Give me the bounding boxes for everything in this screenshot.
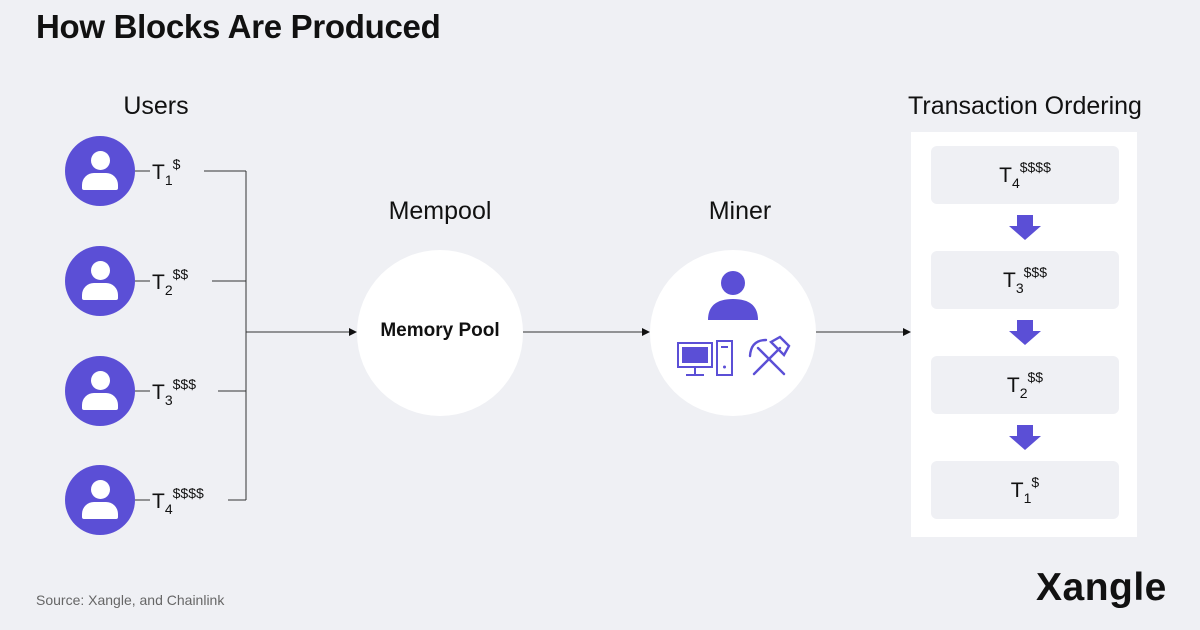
ordering-item-2: T3$$$ [931, 251, 1119, 309]
ordering-heading: Transaction Ordering [908, 92, 1142, 120]
ordering-item-1: T4$$$$ [931, 146, 1119, 204]
miner-circle [650, 250, 816, 416]
user-tx-1: T1$ [152, 156, 181, 188]
user-avatar-2 [65, 246, 135, 316]
arrow-down-icon [1009, 320, 1041, 345]
user-avatar-3 [65, 356, 135, 426]
ordering-item-3: T2$$ [931, 356, 1119, 414]
xangle-logo: Xangle [1036, 566, 1167, 609]
computer-icon [677, 340, 733, 376]
page-title: How Blocks Are Produced [36, 8, 441, 45]
user-avatar-4 [65, 465, 135, 535]
users-heading: Users [123, 92, 189, 120]
hammer-pickaxe-icon [748, 335, 791, 376]
person-icon [708, 271, 758, 320]
ordering-item-4: T1$ [931, 461, 1119, 519]
person-icon [91, 480, 110, 499]
miner-heading: Miner [708, 197, 772, 225]
mempool-heading: Mempool [388, 197, 492, 225]
user-avatar-1 [65, 136, 135, 206]
user-tx-4: T4$$$$ [152, 485, 204, 517]
person-icon [91, 151, 110, 170]
user-tx-3: T3$$$ [152, 376, 196, 408]
user-tx-2: T2$$ [152, 266, 189, 298]
source-caption: Source: Xangle, and Chainlink [36, 592, 225, 608]
mempool-circle: Memory Pool [357, 250, 523, 416]
person-icon [91, 371, 110, 390]
arrow-down-icon [1009, 215, 1041, 240]
person-icon [91, 261, 110, 280]
arrow-down-icon [1009, 425, 1041, 450]
mempool-label: Memory Pool [380, 320, 500, 341]
transaction-ordering-panel: T4$$$$ T3$$$ T2$$ T1$ [911, 132, 1137, 537]
